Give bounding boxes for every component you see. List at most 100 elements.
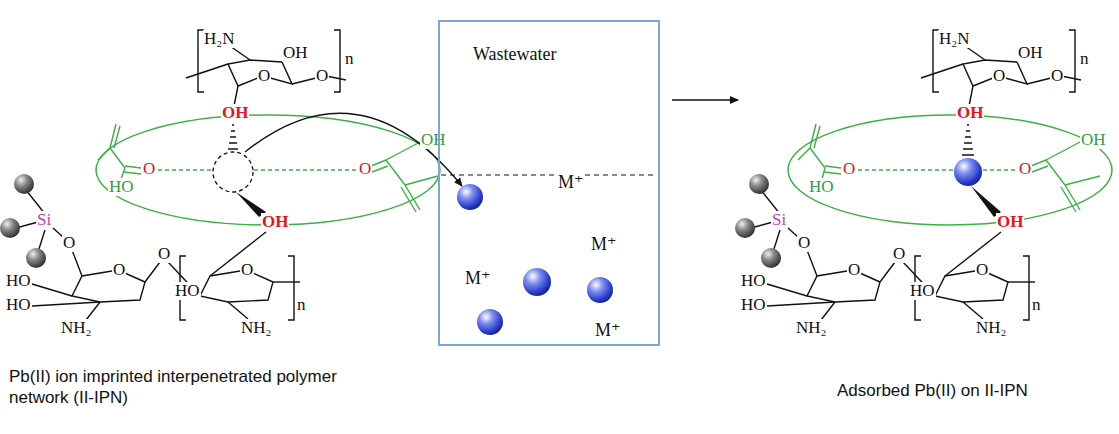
drawing-part xyxy=(963,148,973,150)
atom-label: HO xyxy=(5,296,32,314)
atom-label: Si xyxy=(36,211,52,229)
atom-label: OH xyxy=(261,213,289,231)
drawing-part xyxy=(825,166,841,168)
atom-label: Si xyxy=(771,211,787,229)
panel-caption: Pb(II) ion imprinted interpenetrated pol… xyxy=(8,366,340,408)
atom-label: O xyxy=(112,261,126,279)
ion-label: M⁺ xyxy=(590,234,618,254)
repeat-index: n xyxy=(296,296,307,314)
drawing-part xyxy=(587,277,613,303)
drawing-part xyxy=(1032,166,1048,172)
imprint-cavity xyxy=(96,115,440,225)
drawing-part xyxy=(964,142,972,144)
atom-label: O xyxy=(892,245,906,263)
metal-ions xyxy=(457,184,613,335)
reaction-arrow xyxy=(672,99,738,101)
atom-label: OH xyxy=(956,104,984,122)
drawing-part xyxy=(386,142,420,160)
atom-label: OH xyxy=(221,104,249,122)
atom-label: HO xyxy=(740,272,767,290)
atom-label: O xyxy=(240,261,254,279)
drawing-part xyxy=(230,136,236,138)
drawing-part xyxy=(229,142,237,144)
drawing-part xyxy=(457,184,483,210)
atom-label: OH xyxy=(1017,44,1044,62)
atom-label: O xyxy=(1018,160,1032,178)
ion-label: M⁺ xyxy=(557,172,585,192)
drawing-part xyxy=(1061,187,1076,212)
atom-label: H₂N xyxy=(938,30,970,48)
atom-label: NH₂ xyxy=(795,319,827,337)
drawing-part xyxy=(110,148,125,168)
drawing-part xyxy=(824,172,841,174)
drawing-part xyxy=(798,148,810,160)
atom-label: O xyxy=(847,261,861,279)
atom-label: O xyxy=(315,67,329,85)
drawing-part xyxy=(983,169,1016,170)
drawing-part xyxy=(386,160,405,185)
drawing-part xyxy=(814,126,820,148)
atom-label: O xyxy=(1050,67,1064,85)
atom-label: HO xyxy=(108,178,135,196)
repeat-index: n xyxy=(1079,50,1090,68)
drawing-part xyxy=(98,148,110,160)
drawing-part xyxy=(371,160,386,166)
adsorbed-ion xyxy=(954,158,982,186)
panel-caption: Adsorbed Pb(II) on II-IPN xyxy=(836,380,1029,401)
atom-label: HO xyxy=(5,272,32,290)
coordination-dash xyxy=(858,169,1016,170)
drawing-part xyxy=(228,148,238,150)
drawing-part xyxy=(254,169,356,170)
repeat-index: n xyxy=(344,50,355,68)
atom-label: O xyxy=(257,67,271,85)
methacrylic-units xyxy=(798,124,1100,212)
atom-label: NH₂ xyxy=(975,319,1007,337)
atom-label: NH₂ xyxy=(60,319,92,337)
drawing-part xyxy=(1031,160,1046,166)
drawing-part xyxy=(858,169,953,170)
drawing-part xyxy=(125,166,141,168)
drawing-part xyxy=(232,124,234,126)
ion-label: M⁺ xyxy=(594,320,622,340)
atom-label: O xyxy=(975,261,989,279)
atom-label: OH xyxy=(996,213,1024,231)
drawing-part xyxy=(477,309,503,335)
drawing-part xyxy=(810,148,825,168)
drawing-part xyxy=(966,130,970,132)
drawing-part xyxy=(1046,142,1080,160)
atom-label: O xyxy=(842,160,856,178)
drawing-part xyxy=(158,169,212,170)
adsorption-arrow xyxy=(245,113,462,186)
drawing-part xyxy=(231,130,235,132)
drawing-part xyxy=(372,166,388,172)
empty-cavity xyxy=(213,152,253,192)
methacrylic-units xyxy=(98,124,438,212)
atom-label: HO xyxy=(174,282,201,300)
atom-label: H₂N xyxy=(203,30,235,48)
atom-label: HO xyxy=(740,296,767,314)
atom-label: O xyxy=(62,234,76,252)
atom-label: OH xyxy=(282,44,309,62)
drawing-part xyxy=(962,154,974,156)
drawing-part xyxy=(1065,176,1100,185)
drawing-part xyxy=(401,187,416,212)
polymer-chain xyxy=(0,30,346,320)
imprint-cavity xyxy=(788,115,1112,225)
ion-label: M⁺ xyxy=(464,268,492,288)
coordination-dash xyxy=(158,169,356,170)
atom-label: O xyxy=(992,67,1006,85)
drawing-part xyxy=(114,126,120,148)
atom-label: O xyxy=(358,160,372,178)
drawing-part xyxy=(124,172,141,174)
drawing-part xyxy=(1046,160,1065,185)
atom-label: OH xyxy=(1080,131,1107,149)
atom-label: HO xyxy=(808,178,835,196)
atom-label: HO xyxy=(909,282,936,300)
water-surface xyxy=(441,174,657,175)
wastewater-box: WastewaterM⁺M⁺M⁺M⁺ xyxy=(438,20,660,346)
atom-label: O xyxy=(157,245,171,263)
hashed-wedge xyxy=(962,125,974,155)
drawing-part xyxy=(405,176,438,185)
drawing-part xyxy=(523,268,551,296)
repeat-index: n xyxy=(1031,296,1042,314)
